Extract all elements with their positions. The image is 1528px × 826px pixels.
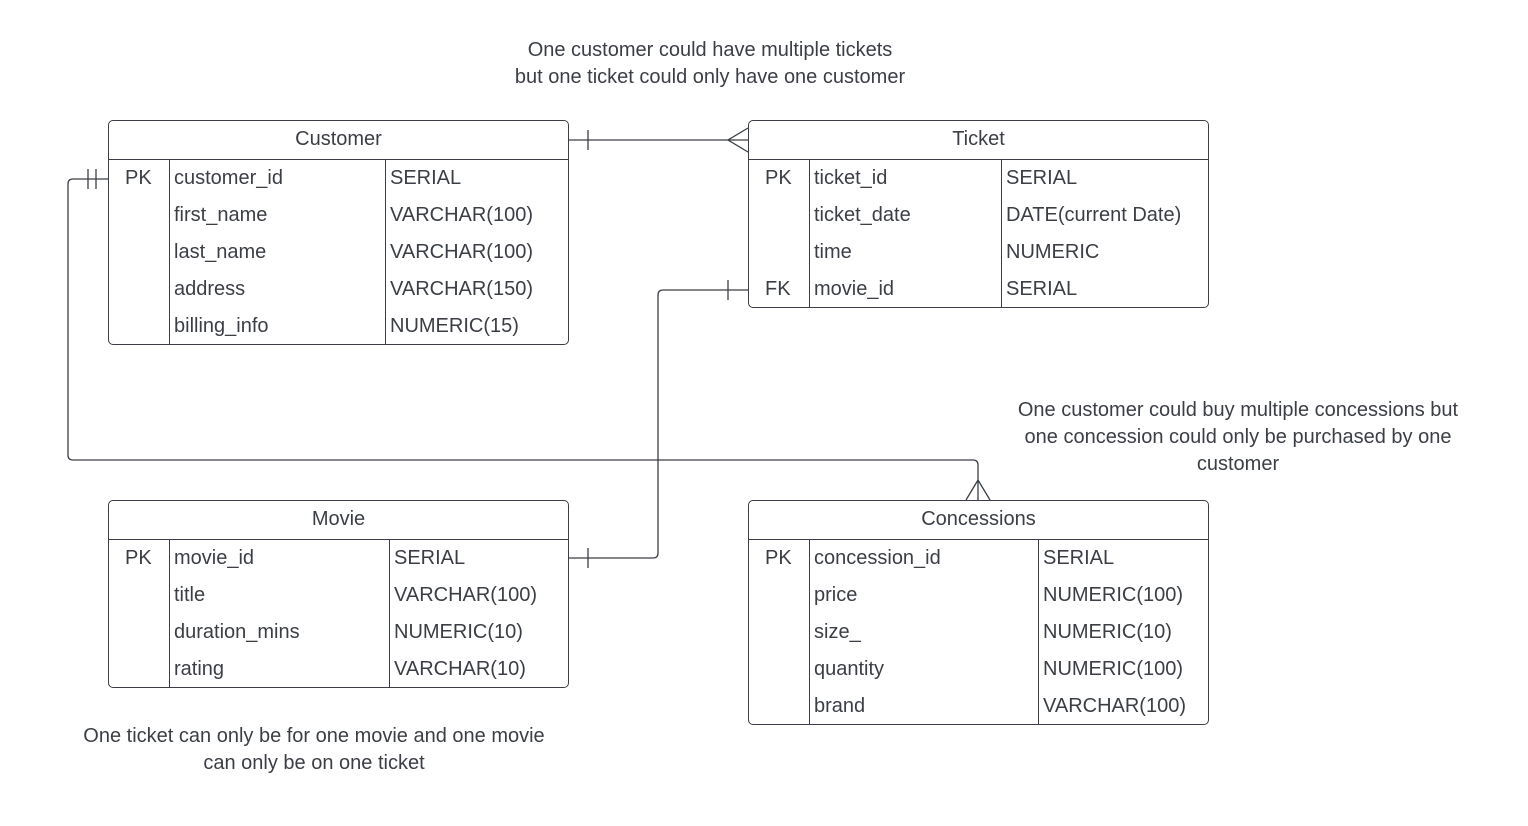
connector-line <box>569 289 748 559</box>
table-row: address VARCHAR(150) <box>109 271 568 308</box>
field-type-cell: NUMERIC(100) <box>1043 584 1184 606</box>
field-name-cell: brand <box>814 695 866 717</box>
field-name-cell: quantity <box>814 658 885 680</box>
field-name-cell: last_name <box>174 241 267 263</box>
field-name-cell: concession_id <box>814 547 941 569</box>
table-row: price NUMERIC(100) <box>749 577 1208 614</box>
table-row: ticket_date DATE(current Date) <box>749 197 1208 234</box>
note-customer-ticket: One customer could have multiple tickets… <box>460 37 960 91</box>
table-row: PK ticket_id SERIAL <box>749 160 1208 197</box>
entity-ticket[interactable]: Ticket PK ticket_id SERIAL ticket_date D… <box>748 120 1209 308</box>
entity-customer[interactable]: Customer PK customer_id SERIAL first_nam… <box>108 120 569 345</box>
note-customer-concessions: One customer could buy multiple concessi… <box>978 397 1498 478</box>
table-row: rating VARCHAR(10) <box>109 651 568 688</box>
field-type-cell: NUMERIC(100) <box>1043 658 1184 680</box>
field-name-cell: ticket_id <box>814 167 888 189</box>
column-divider <box>809 540 810 725</box>
note-ticket-movie: One ticket can only be for one movie and… <box>40 723 588 777</box>
connector-movie-ticket[interactable] <box>569 280 748 568</box>
connector-customer-concessions[interactable] <box>67 169 991 501</box>
entity-title: Concessions <box>749 501 1208 540</box>
connector-line <box>67 178 979 500</box>
field-name-cell: duration_mins <box>174 621 300 643</box>
entity-title: Customer <box>109 121 568 160</box>
entity-movie[interactable]: Movie PK movie_id SERIAL title VARCHAR(1… <box>108 500 569 688</box>
key-cell: PK <box>765 547 792 569</box>
key-cell: PK <box>765 167 792 189</box>
field-type-cell: SERIAL <box>1006 278 1078 300</box>
field-name-cell: price <box>814 584 858 606</box>
table-row: first_name VARCHAR(100) <box>109 197 568 234</box>
field-name-cell: first_name <box>174 204 268 226</box>
table-row: FK movie_id SERIAL <box>749 271 1208 308</box>
field-type-cell: SERIAL <box>1006 167 1078 189</box>
crows-foot-marker <box>726 127 749 153</box>
column-divider <box>1001 160 1002 308</box>
table-row: brand VARCHAR(100) <box>749 688 1208 725</box>
note-line: but one ticket could only have one custo… <box>514 66 906 88</box>
column-divider <box>385 160 386 345</box>
crows-foot-marker <box>965 478 991 501</box>
table-row: quantity NUMERIC(100) <box>749 651 1208 688</box>
field-type-cell: NUMERIC <box>1006 241 1100 263</box>
field-name-cell: ticket_date <box>814 204 911 226</box>
field-type-cell: VARCHAR(10) <box>394 658 526 680</box>
column-divider <box>809 160 810 308</box>
field-type-cell: NUMERIC(15) <box>390 315 519 337</box>
table-row: billing_info NUMERIC(15) <box>109 308 568 345</box>
field-name-cell: rating <box>174 658 225 680</box>
table-row: PK customer_id SERIAL <box>109 160 568 197</box>
field-type-cell: SERIAL <box>1043 547 1115 569</box>
field-name-cell: movie_id <box>174 547 255 569</box>
column-divider <box>389 540 390 688</box>
note-line: one concession could only be purchased b… <box>1024 426 1452 448</box>
note-line: can only be on one ticket <box>203 752 425 774</box>
field-name-cell: address <box>174 278 246 300</box>
key-cell: FK <box>765 278 791 300</box>
key-cell: PK <box>125 167 152 189</box>
entity-body: PK concession_id SERIAL price NUMERIC(10… <box>749 540 1208 725</box>
field-type-cell: VARCHAR(100) <box>390 204 533 226</box>
table-row: time NUMERIC <box>749 234 1208 271</box>
field-name-cell: customer_id <box>174 167 283 189</box>
entity-concessions[interactable]: Concessions PK concession_id SERIAL pric… <box>748 500 1209 725</box>
field-name-cell: movie_id <box>814 278 895 300</box>
connector-customer-ticket[interactable] <box>569 127 749 153</box>
field-type-cell: SERIAL <box>390 167 462 189</box>
note-line: One customer could have multiple tickets <box>527 39 893 61</box>
field-type-cell: VARCHAR(150) <box>390 278 533 300</box>
table-row: size_ NUMERIC(10) <box>749 614 1208 651</box>
field-name-cell: size_ <box>814 621 861 643</box>
field-type-cell: SERIAL <box>394 547 466 569</box>
table-row: title VARCHAR(100) <box>109 577 568 614</box>
field-type-cell: VARCHAR(100) <box>1043 695 1186 717</box>
table-row: PK concession_id SERIAL <box>749 540 1208 577</box>
entity-title: Ticket <box>749 121 1208 160</box>
field-name-cell: billing_info <box>174 315 269 337</box>
column-divider <box>169 540 170 688</box>
note-line: One ticket can only be for one movie and… <box>83 725 545 747</box>
field-type-cell: DATE(current Date) <box>1006 204 1182 226</box>
field-name-cell: time <box>814 241 852 263</box>
entity-body: PK movie_id SERIAL title VARCHAR(100) du… <box>109 540 568 688</box>
note-line: One customer could buy multiple concessi… <box>1017 399 1459 421</box>
table-row: PK movie_id SERIAL <box>109 540 568 577</box>
entity-title: Movie <box>109 501 568 540</box>
table-row: duration_mins NUMERIC(10) <box>109 614 568 651</box>
note-line: customer <box>1196 453 1280 475</box>
entity-body: PK ticket_id SERIAL ticket_date DATE(cur… <box>749 160 1208 308</box>
column-divider <box>169 160 170 345</box>
column-divider <box>1038 540 1039 725</box>
field-type-cell: NUMERIC(10) <box>1043 621 1172 643</box>
field-name-cell: title <box>174 584 206 606</box>
field-type-cell: VARCHAR(100) <box>394 584 537 606</box>
field-type-cell: VARCHAR(100) <box>390 241 533 263</box>
key-cell: PK <box>125 547 152 569</box>
field-type-cell: NUMERIC(10) <box>394 621 523 643</box>
entity-body: PK customer_id SERIAL first_name VARCHAR… <box>109 160 568 345</box>
table-row: last_name VARCHAR(100) <box>109 234 568 271</box>
